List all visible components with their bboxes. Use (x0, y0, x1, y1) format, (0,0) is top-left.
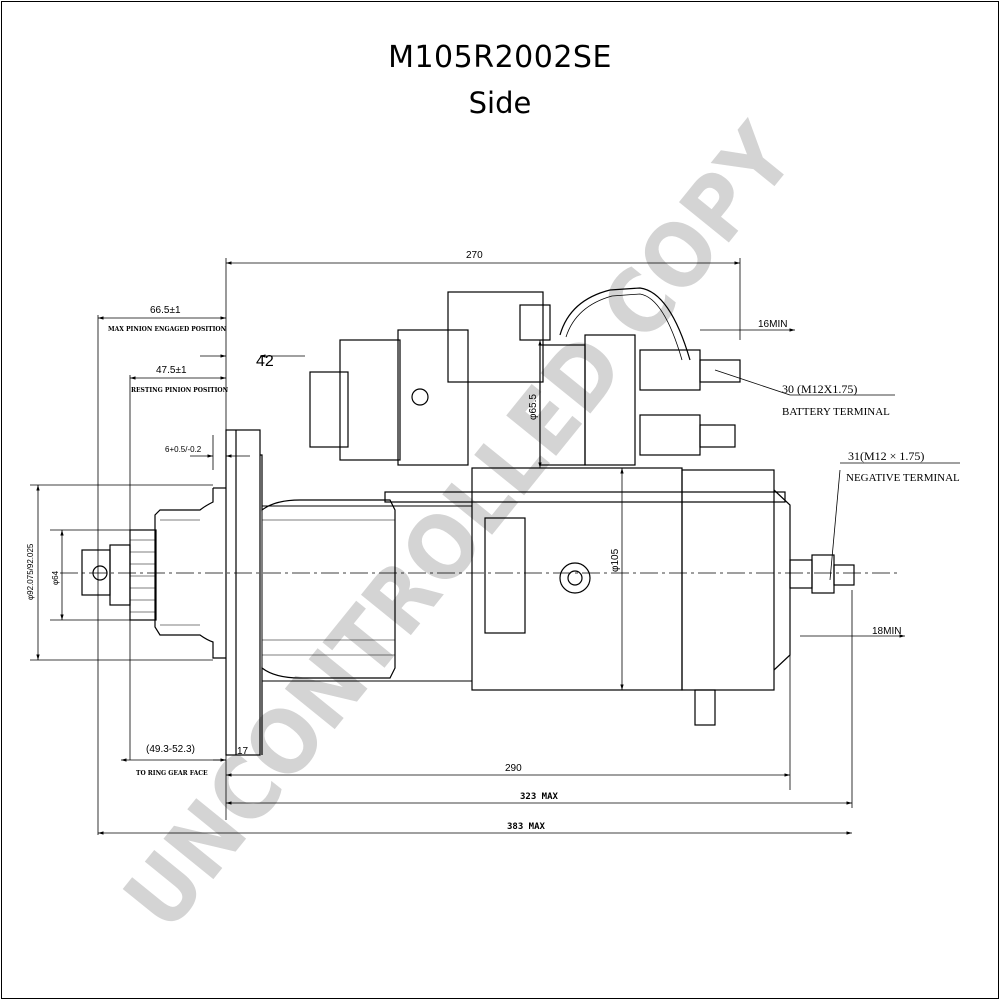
solenoid-wire (559, 287, 691, 361)
dim-pinion-resting: 47.5±1 (156, 365, 187, 376)
dimension-lines (30, 258, 960, 835)
dim-pinion-diameter: φ64 (51, 570, 60, 585)
dim-pinion-engaged: 66.5±1 (150, 305, 181, 316)
solenoid-plug (447, 291, 544, 383)
watermark: UNCONTROLLED COPY (104, 105, 814, 948)
commutator-end (681, 469, 775, 691)
dim-flange-to-nose: 17 (237, 746, 249, 757)
note-pinion-engaged: MAX PINION ENGAGED POSITION (108, 326, 227, 333)
drain-plug (694, 689, 716, 726)
dim-negative-min: 18MIN (872, 626, 901, 637)
note-ring-gear: TO RING GEAR FACE (136, 770, 208, 777)
solenoid-connector (339, 339, 401, 461)
negative-terminal-spec: 31(M12 × 1.75) (848, 449, 924, 463)
battery-terminal-spec: 30 (M12X1.75) (782, 382, 857, 396)
negative-terminal-nut (789, 559, 813, 589)
dim-motor-diameter: φ105 (610, 548, 621, 572)
dim-flange-thickness: 6+0.5/-0.2 (165, 445, 202, 454)
battery-terminal-stud (699, 359, 741, 383)
dim-mount-offset: 42 (256, 353, 274, 370)
drawing-title: M105R2002SE (388, 40, 612, 75)
negative-terminal-stud (833, 564, 855, 586)
pinion-collar (109, 544, 131, 606)
dim-battery-min: 16MIN (758, 319, 787, 330)
negative-terminal-label: NEGATIVE TERMINAL (846, 472, 960, 484)
dim-body-length: 290 (505, 763, 522, 774)
solenoid-cap (397, 329, 469, 466)
note-pinion-resting: RESTING PINION POSITION (131, 387, 229, 394)
dim-max-323: 323 MAX (520, 792, 559, 802)
shaft-end (81, 549, 111, 596)
dim-pilot-diameter: φ92.075/92.025 (26, 543, 35, 600)
drawing-subtitle: Side (468, 86, 532, 120)
dim-ring-gear-range: (49.3-52.3) (146, 744, 195, 755)
motor-label-plate (484, 517, 526, 634)
through-bolt (384, 491, 786, 503)
battery-terminal-label: BATTERY TERMINAL (782, 406, 890, 418)
pinion (129, 529, 157, 621)
dim-max-383: 383 MAX (507, 822, 546, 832)
dim-overall-top: 270 (466, 250, 483, 261)
nose-housing (154, 488, 226, 659)
dim-solenoid-height: φ65.5 (528, 394, 539, 420)
